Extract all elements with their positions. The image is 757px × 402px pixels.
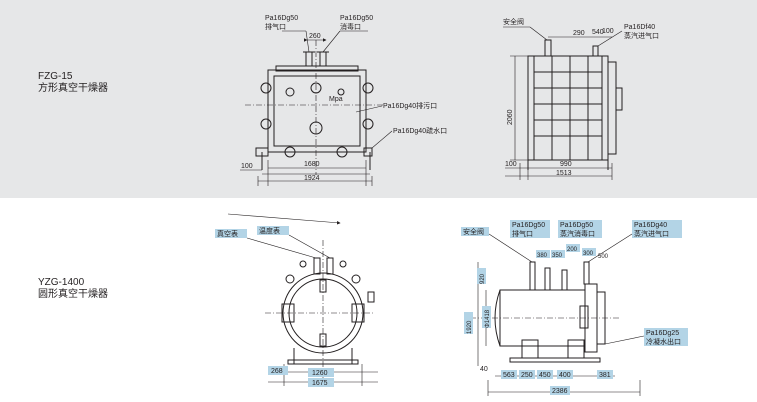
fzg-disinfect-port-spec: Pa16Dg50 <box>340 15 373 22</box>
fzg-gauge-icon <box>285 87 295 97</box>
yzg-bottom-dim-400: 400 <box>559 372 571 379</box>
fzg-side-dim-1513: 1513 <box>556 170 572 177</box>
yzg-clamp-icon <box>285 274 295 284</box>
fzg-dim-1680: 1680 <box>304 161 320 168</box>
fzg-dim-100: 100 <box>241 163 253 170</box>
yzg-model: YZG-1400 <box>38 277 85 288</box>
yzg-vessel-outer <box>282 272 364 354</box>
top-section-background <box>0 0 757 198</box>
fzg-sight-glass-icon <box>309 121 323 135</box>
yzg-side-exhaust-port-spec: Pa16Dg50 <box>512 222 545 229</box>
fzg-side-steam-port-spec: Pa16Df40 <box>624 24 655 31</box>
fzg-chamber-inner <box>273 75 361 147</box>
yzg-side-dim-200: 200 <box>567 247 578 253</box>
fzg-side-dim-100: 100 <box>602 28 614 35</box>
yzg-temp-pipe <box>326 257 334 275</box>
fzg-gauge-label: Mpa <box>329 96 343 103</box>
yzg-side-dim-500: 500 <box>598 254 609 260</box>
yzg-vacuum-pipe <box>313 257 321 275</box>
yzg-side-dim-920: 920 <box>480 273 486 284</box>
yzg-temp-gauge-label: 温度表 <box>259 226 280 235</box>
fzg-exhaust-pipe <box>305 51 313 67</box>
yzg-side-disinfect-port-spec: Pa16Dg50 <box>560 222 593 229</box>
yzg-bottom-dim-250: 250 <box>521 372 533 379</box>
fzg-clamp-icon <box>336 146 348 158</box>
yzg-side-dim-350: 350 <box>552 253 563 259</box>
yzg-side-exhaust-port-label: 排气口 <box>512 229 533 238</box>
fzg-title: FZG-15 方形真空干燥器 <box>38 71 108 95</box>
yzg-side-steam-port-label: 蒸汽进气口 <box>634 229 669 238</box>
yzg-vessel-inner <box>288 278 358 348</box>
fzg-exhaust-port-label: 排气口 <box>265 22 286 31</box>
yzg-side-cond-port-label: 冷凝水出口 <box>646 337 681 346</box>
fzg-front-view: Mpa Pa16Dg50 排气口 Pa16Dg50 消毒口 260 Pa16Dg… <box>240 15 447 186</box>
yzg-clamp-icon <box>351 274 361 284</box>
fzg-side-steam-pipe <box>592 45 599 57</box>
fzg-drain-port: Pa16Dg40排污口 <box>383 101 437 110</box>
yzg-bottom-dim-563: 563 <box>503 372 515 379</box>
fzg-chamber-outer <box>267 69 367 153</box>
fzg-dim-260: 260 <box>309 33 321 40</box>
fzg-clamp-icon <box>362 82 374 94</box>
yzg-side-exhaust-pipe <box>544 267 551 291</box>
yzg-side-safety-valve-label: 安全阀 <box>463 227 484 236</box>
fzg-clamp-icon <box>284 146 296 158</box>
yzg-title: YZG-1400 圆形真空干燥器 <box>38 277 108 301</box>
yzg-side-steam-port-spec: Pa16Dg40 <box>634 222 667 229</box>
fzg-disinfect-pipe <box>319 51 327 67</box>
fzg-water-port: Pa16Dg40疏水口 <box>393 126 447 135</box>
yzg-side-disinfect-pipe <box>561 269 568 291</box>
fzg-exhaust-port-spec: Pa16Dg50 <box>265 15 298 22</box>
yzg-side-disinfect-port-label: 蒸汽消毒口 <box>560 229 595 238</box>
yzg-side-cond-port-spec: Pa16Dg25 <box>646 330 679 337</box>
yzg-side-view: 安全阀 Pa16Dg50 排气口 Pa16Dg50 蒸汽消毒口 Pa16Dg40… <box>461 220 688 396</box>
yzg-bottom-dim-450: 450 <box>539 372 551 379</box>
yzg-vacuum-gauge-label: 真空表 <box>217 229 238 238</box>
fzg-side-dim-100b: 100 <box>505 161 517 168</box>
fzg-dim-1924: 1924 <box>304 175 320 182</box>
yzg-side-steam-pipe <box>583 261 590 285</box>
yzg-side-dim-40: 40 <box>480 366 488 373</box>
yzg-name: 圆形真空干燥器 <box>38 289 108 300</box>
yzg-side-dim-380: 380 <box>537 253 548 259</box>
yzg-side-dim-2386: 2386 <box>552 388 568 395</box>
yzg-side-dim-300: 300 <box>583 251 594 257</box>
fzg-side-door <box>607 61 617 155</box>
yzg-dim-268: 268 <box>271 368 283 375</box>
yzg-dim-1260: 1260 <box>312 370 328 377</box>
fzg-pressure-gauge-icon <box>310 82 322 94</box>
fzg-side-safety-valve-label: 安全阀 <box>503 17 524 26</box>
yzg-bottom-dim-381: 381 <box>599 372 611 379</box>
yzg-side-dim-1418: Φ1418 <box>485 309 491 328</box>
yzg-dim-1675: 1675 <box>312 380 328 387</box>
yzg-side-safety-valve-icon <box>529 261 536 291</box>
fzg-name: 方形真空干燥器 <box>38 83 108 94</box>
fzg-model: FZG-15 <box>38 71 73 82</box>
fzg-side-view: 安全阀 290 540 100 Pa16Df40 蒸汽进气口 2060 100 … <box>503 17 659 180</box>
fzg-side-steam-port-label: 蒸汽进气口 <box>624 31 659 40</box>
fzg-side-dim-290: 290 <box>573 30 585 37</box>
yzg-side-dim-1920: 1920 <box>467 320 473 334</box>
fzg-disinfect-port-label: 消毒口 <box>340 22 361 31</box>
fzg-clamp-icon <box>362 118 374 130</box>
fzg-side-dim-990: 990 <box>560 161 572 168</box>
fzg-side-safety-valve-icon <box>544 39 552 57</box>
fzg-side-dim-540: 540 <box>592 29 604 36</box>
fzg-clamp-icon <box>260 82 272 94</box>
yzg-front-view: 真空表 温度表 268 1260 1675 <box>215 213 378 387</box>
fzg-clamp-icon <box>260 118 272 130</box>
fzg-side-dim-2060: 2060 <box>507 109 514 125</box>
